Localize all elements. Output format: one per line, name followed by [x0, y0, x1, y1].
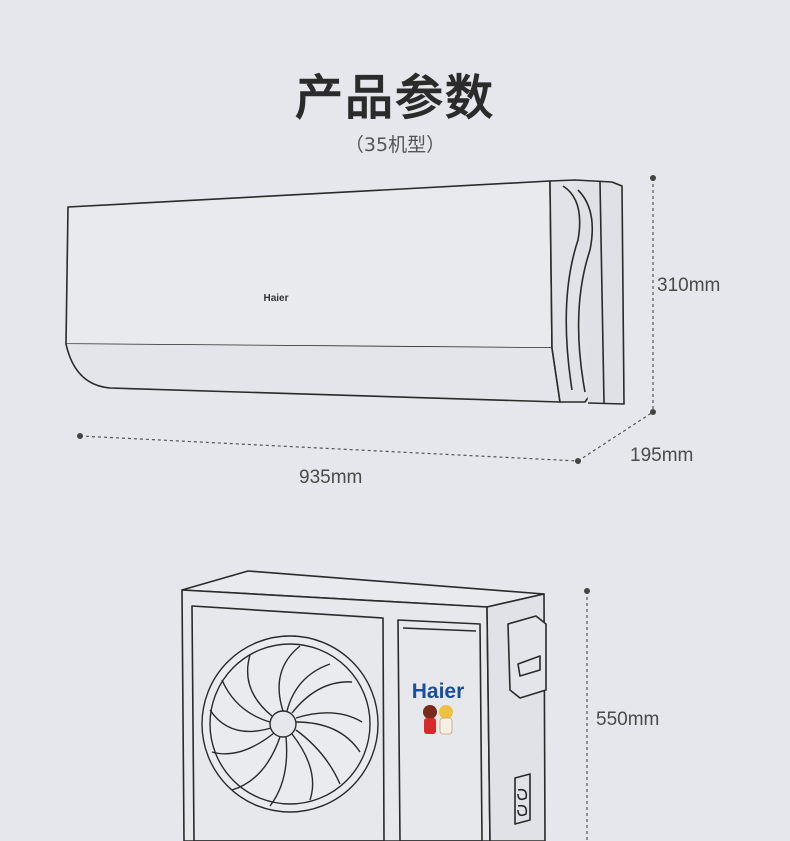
outdoor-brand-logo: Haier [412, 680, 465, 703]
outdoor-fan [201, 635, 379, 813]
indoor-dimension-points [77, 175, 656, 464]
model-subtitle: （35机型） [344, 134, 446, 156]
mascot-icon [423, 705, 453, 735]
outdoor-height-label: 550mm [596, 709, 660, 730]
indoor-unit [65, 179, 625, 405]
indoor-dimension-lines [79, 178, 654, 462]
indoor-width-label: 935mm [299, 467, 363, 488]
indoor-height-label: 310mm [657, 275, 721, 296]
indoor-depth-label: 195mm [630, 445, 694, 466]
page-title: 产品参数 [294, 70, 495, 126]
indoor-brand-logo: Haier [263, 293, 288, 304]
